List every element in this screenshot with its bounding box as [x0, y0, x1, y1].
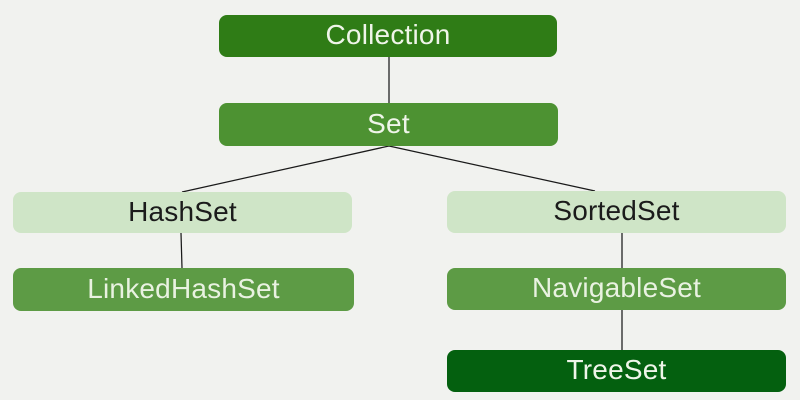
node-navigableset: NavigableSet	[447, 268, 786, 310]
node-linkedhashset: LinkedHashSet	[13, 268, 354, 311]
edge-set-sortedset	[388, 145, 596, 192]
node-sortedset-label: SortedSet	[553, 195, 680, 226]
node-hashset-label: HashSet	[128, 195, 237, 227]
node-sortedset: SortedSet	[447, 191, 786, 233]
edge-hashset-linkedhashset	[180, 232, 183, 269]
node-hashset: HashSet	[13, 192, 352, 233]
edge-set-hashset	[181, 145, 390, 193]
node-navigableset-label: NavigableSet	[532, 272, 701, 303]
node-collection-label: Collection	[325, 19, 451, 50]
node-set: Set	[219, 103, 558, 146]
node-set-label: Set	[367, 107, 410, 139]
node-treeset-label: TreeSet	[566, 354, 667, 385]
node-treeset: TreeSet	[447, 350, 786, 392]
node-collection: Collection	[219, 15, 557, 57]
node-linkedhashset-label: LinkedHashSet	[87, 272, 280, 304]
